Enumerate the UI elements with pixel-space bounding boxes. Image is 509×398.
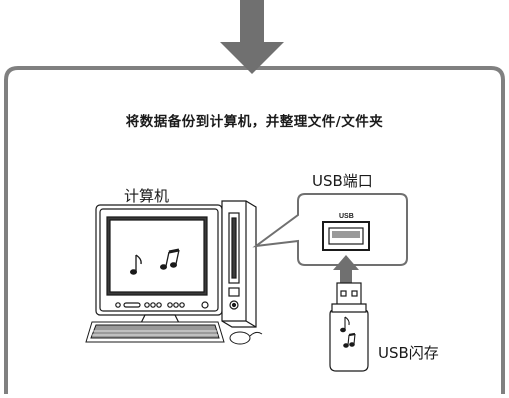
down-arrow-icon [220,0,284,74]
mouse [229,331,263,345]
computer-tower [221,200,257,328]
monitor [95,204,223,326]
up-arrow-icon [333,255,359,287]
usb-flash-label: USB闪存 [378,344,439,362]
panel-title: 将数据备份到计算机，并整理文件/文件夹 [125,114,384,130]
keyboard [85,321,225,343]
music-note-icon [340,316,356,348]
usb-port-label: USB端口 [312,172,373,190]
music-note-icon [130,248,180,275]
computer-label: 计算机 [124,187,170,205]
usb-port-callout [252,193,408,266]
usb-port-tag: USB [339,213,354,220]
